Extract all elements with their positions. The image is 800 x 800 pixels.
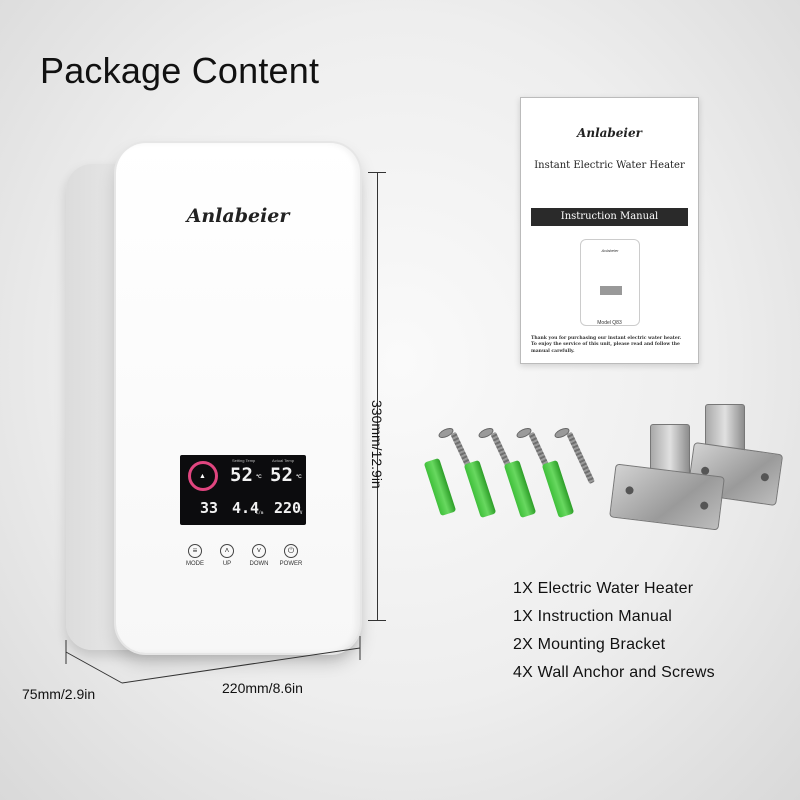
manual-brand-logo: Anlabeier — [577, 126, 642, 140]
depth-dimension-label: 75mm/2.9in — [22, 686, 96, 702]
width-dimension-line — [121, 647, 361, 684]
flow-value: 4.4 — [232, 499, 260, 517]
up-button-label: UP — [222, 561, 232, 567]
setting-temp-label: Setting Temp — [232, 458, 256, 463]
actual-temp-unit: ℃ — [296, 474, 302, 480]
up-button[interactable]: ˄ UP — [212, 544, 242, 567]
down-button-label: DOWN — [249, 561, 269, 567]
flame-icon: ▲ — [199, 473, 206, 480]
package-contents-list: 1X Electric Water Heater 1X Instruction … — [513, 578, 715, 690]
manual-band: Instruction Manual — [531, 208, 688, 226]
height-dimension-line — [377, 172, 378, 620]
manual-heater-screen — [600, 286, 622, 295]
list-item: 1X Instruction Manual — [513, 608, 672, 625]
actual-temp-label: Actual Temp — [272, 458, 294, 463]
mode-button-label: MODE — [186, 561, 204, 567]
list-item: 1X Electric Water Heater — [513, 580, 694, 597]
manual-heater-logo: Anlabeier — [601, 248, 619, 253]
power-icon: ⏻ — [284, 544, 298, 558]
width-dimension-label: 220mm/8.6in — [222, 680, 303, 696]
instruction-manual: Anlabeier Instant Electric Water Heater … — [520, 97, 699, 364]
manual-footer-text: Thank you for purchasing our instant ele… — [531, 336, 682, 354]
set-temp-value: 52 — [230, 464, 253, 486]
actual-temp-value: 52 — [270, 464, 293, 486]
mode-button[interactable]: ≡ MODE — [180, 544, 210, 567]
depth-dimension-line — [65, 651, 123, 684]
water-heater: Anlabeier ▲ Setting Temp Actual Temp 52 … — [116, 143, 360, 653]
up-icon: ˄ — [220, 544, 234, 558]
manual-title: Instant Electric Water Heater — [534, 160, 685, 171]
page-title: Package Content — [40, 50, 320, 91]
list-item: 2X Mounting Bracket — [513, 636, 666, 653]
power-button[interactable]: ⏻ POWER — [276, 544, 306, 567]
heater-display: ▲ Setting Temp Actual Temp 52 ℃ 52 ℃ 33 … — [180, 455, 306, 525]
manual-heater-image: Anlabeier — [580, 239, 640, 326]
inlet-temp-value: 33 — [200, 499, 219, 517]
manual-model: Model Q83 — [597, 320, 622, 326]
set-temp-unit: ℃ — [256, 474, 262, 480]
power-button-label: POWER — [279, 561, 303, 567]
height-dimension-tick-top — [368, 172, 386, 173]
mode-icon: ≡ — [188, 544, 202, 558]
voltage-value: 220 — [274, 499, 302, 517]
down-button[interactable]: ˅ DOWN — [244, 544, 274, 567]
voltage-unit: V — [300, 510, 303, 515]
list-item: 4X Wall Anchor and Screws — [513, 664, 715, 681]
bracket-hole — [760, 472, 770, 482]
bracket-hole — [699, 501, 709, 511]
height-dimension-tick-bottom — [368, 620, 386, 621]
flame-ring-icon — [188, 461, 218, 491]
flow-unit: L/m — [256, 510, 264, 515]
bracket-hole — [625, 485, 634, 495]
heater-brand-logo: Anlabeier — [186, 205, 290, 227]
down-icon: ˅ — [252, 544, 266, 558]
